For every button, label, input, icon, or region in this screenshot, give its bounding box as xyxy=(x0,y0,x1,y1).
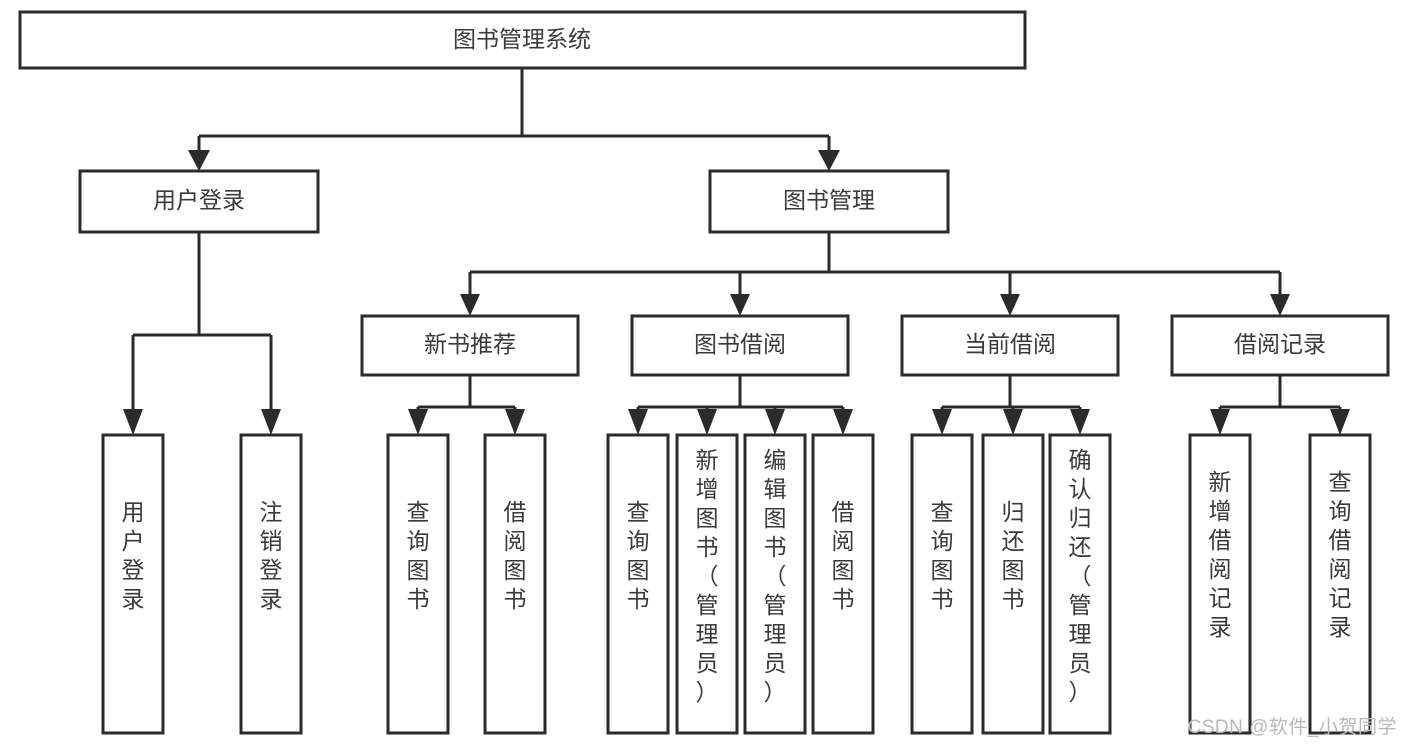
node-book-manage-label: 图书管理 xyxy=(783,187,875,213)
node-leaf-query-record[interactable]: 查询借阅记录 xyxy=(1308,433,1372,735)
node-leaf-logout[interactable]: 注销登录 xyxy=(239,433,303,735)
node-leaf-add-record[interactable]: 新增借阅记录 xyxy=(1188,433,1252,735)
node-leaf-user-login-label: 用户登录 xyxy=(122,499,145,612)
node-leaf-query-book-1-label: 查询图书 xyxy=(407,499,430,612)
arrowhead-leaf-query-record xyxy=(1330,409,1350,435)
node-leaf-confirm-return-label: 确认归还（管理员） xyxy=(1069,447,1092,705)
node-leaf-user-login[interactable]: 用户登录 xyxy=(101,433,165,735)
node-leaf-query-book-1[interactable]: 查询图书 xyxy=(386,433,450,735)
arrowhead-leaf-user-login xyxy=(123,409,143,435)
node-leaf-add-record-box[interactable] xyxy=(1188,433,1252,735)
node-leaf-query-book-3[interactable]: 查询图书 xyxy=(910,433,974,735)
node-borrow-record-label: 借阅记录 xyxy=(1234,331,1326,357)
arrowhead-leaf-borrow-book-2 xyxy=(833,409,853,435)
arrowhead-leaf-add-book xyxy=(697,409,717,435)
arrowhead-user-login xyxy=(188,150,210,171)
node-book-manage-box[interactable] xyxy=(708,169,950,234)
node-leaf-borrow-book-2-label: 借阅图书 xyxy=(832,499,855,612)
node-leaf-query-book-3-box[interactable] xyxy=(910,433,974,735)
node-borrow-record[interactable]: 借阅记录 xyxy=(1170,314,1390,377)
arrowhead-borrow-record xyxy=(1270,294,1290,316)
arrowhead-leaf-query-book-1 xyxy=(408,409,428,435)
arrowhead-book-borrow xyxy=(730,294,750,316)
node-leaf-add-book-box[interactable] xyxy=(675,433,739,735)
node-new-book-recommend[interactable]: 新书推荐 xyxy=(360,314,580,377)
node-leaf-logout-label: 注销登录 xyxy=(260,499,283,612)
node-leaf-query-record-box[interactable] xyxy=(1308,433,1372,735)
node-user-login[interactable]: 用户登录 xyxy=(78,169,320,234)
node-root[interactable]: 图书管理系统 xyxy=(18,10,1027,70)
node-leaf-query-record-label: 查询借阅记录 xyxy=(1329,469,1352,640)
node-borrow-record-box[interactable] xyxy=(1170,314,1390,377)
connector-layer xyxy=(123,68,1350,435)
arrowhead-book-manage xyxy=(818,150,840,171)
node-user-login-label: 用户登录 xyxy=(153,187,245,213)
node-current-borrow-label: 当前借阅 xyxy=(964,331,1056,357)
node-leaf-return-book-label: 归还图书 xyxy=(1002,499,1025,612)
node-leaf-borrow-book-1-label: 借阅图书 xyxy=(504,499,527,612)
node-leaf-confirm-return[interactable]: 确认归还（管理员） xyxy=(1048,433,1112,735)
arrowhead-leaf-query-book-2 xyxy=(628,409,648,435)
arrowhead-leaf-return-book xyxy=(1003,409,1023,435)
arrowhead-new-book-recommend xyxy=(460,294,480,316)
node-leaf-query-book-2[interactable]: 查询图书 xyxy=(606,433,670,735)
node-current-borrow[interactable]: 当前借阅 xyxy=(900,314,1120,377)
node-root-box[interactable] xyxy=(18,10,1027,70)
arrowhead-leaf-edit-book xyxy=(765,409,785,435)
node-new-book-recommend-label: 新书推荐 xyxy=(424,331,516,357)
node-book-borrow-box[interactable] xyxy=(630,314,850,377)
node-leaf-add-record-label: 新增借阅记录 xyxy=(1209,469,1232,640)
arrowhead-current-borrow xyxy=(1000,294,1020,316)
node-leaf-query-book-3-label: 查询图书 xyxy=(931,499,954,612)
node-leaf-borrow-book-1-box[interactable] xyxy=(483,433,547,735)
arrowhead-leaf-confirm-return xyxy=(1070,409,1090,435)
node-leaf-add-book-label: 新增图书（管理员） xyxy=(696,447,719,705)
node-layer: 图书管理系统 用户登录 图书管理 新书推荐 图书借阅 xyxy=(18,10,1390,735)
node-leaf-confirm-return-box[interactable] xyxy=(1048,433,1112,735)
node-leaf-edit-book-box[interactable] xyxy=(743,433,807,735)
node-leaf-return-book[interactable]: 归还图书 xyxy=(981,433,1045,735)
node-leaf-return-book-box[interactable] xyxy=(981,433,1045,735)
node-root-label: 图书管理系统 xyxy=(453,26,591,52)
node-leaf-add-book[interactable]: 新增图书（管理员） xyxy=(675,433,739,735)
node-book-borrow-label: 图书借阅 xyxy=(694,331,786,357)
node-book-manage[interactable]: 图书管理 xyxy=(708,169,950,234)
node-leaf-user-login-box[interactable] xyxy=(101,433,165,735)
node-leaf-query-book-2-label: 查询图书 xyxy=(627,499,650,612)
arrowhead-leaf-add-record xyxy=(1210,409,1230,435)
node-leaf-query-book-1-box[interactable] xyxy=(386,433,450,735)
node-leaf-borrow-book-2[interactable]: 借阅图书 xyxy=(811,433,875,735)
node-current-borrow-box[interactable] xyxy=(900,314,1120,377)
node-leaf-borrow-book-2-box[interactable] xyxy=(811,433,875,735)
node-leaf-logout-box[interactable] xyxy=(239,433,303,735)
arrowhead-leaf-query-book-3 xyxy=(932,409,952,435)
node-book-borrow[interactable]: 图书借阅 xyxy=(630,314,850,377)
csdn-watermark: CSDN @软件_小贺同学 xyxy=(1187,717,1397,738)
arrowhead-leaf-logout xyxy=(261,409,281,435)
node-leaf-borrow-book-1[interactable]: 借阅图书 xyxy=(483,433,547,735)
arrowhead-leaf-borrow-book-1 xyxy=(505,409,525,435)
node-new-book-recommend-box[interactable] xyxy=(360,314,580,377)
node-user-login-box[interactable] xyxy=(78,169,320,234)
node-leaf-edit-book[interactable]: 编辑图书（管理员） xyxy=(743,433,807,735)
node-leaf-edit-book-label: 编辑图书（管理员） xyxy=(764,447,787,705)
node-leaf-query-book-2-box[interactable] xyxy=(606,433,670,735)
